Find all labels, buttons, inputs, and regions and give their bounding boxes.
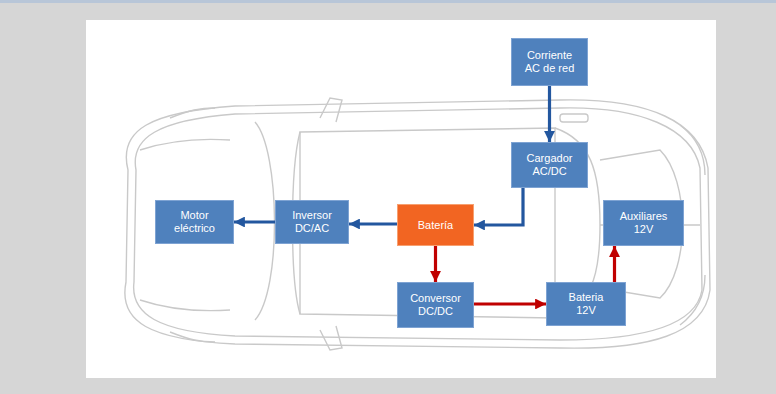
box-label: Corriente AC de red <box>522 49 578 75</box>
flow-arrow <box>349 222 397 225</box>
source-box: Corriente AC de red <box>511 38 588 86</box>
box-label: Cargador AC/DC <box>522 152 578 178</box>
car-outline <box>125 98 710 350</box>
white-panel <box>86 20 716 378</box>
flow-arrow <box>474 188 523 225</box>
battery-box: Batería <box>397 204 474 246</box>
flow-arrow <box>613 246 616 282</box>
box-label: Motor eléctrico <box>167 209 223 235</box>
flow-arrow <box>474 302 546 305</box>
flow-arrow <box>234 220 275 223</box>
box-label: Batería <box>418 219 453 232</box>
converter-box: Conversor DC/DC <box>397 282 474 328</box>
box-label: Conversor DC/DC <box>408 292 464 318</box>
flow-arrow <box>548 86 551 142</box>
top-band <box>0 0 776 3</box>
flow-arrow <box>434 246 437 282</box>
battery12-box: Bateria 12V <box>546 282 626 326</box>
inverter-box: Inversor DC/AC <box>275 200 349 244</box>
charger-box: Cargador AC/DC <box>511 142 588 188</box>
box-label: Inversor DC/AC <box>284 209 340 235</box>
box-label: Bateria 12V <box>558 291 614 317</box>
auxiliary-box: Auxiliares 12V <box>603 200 684 246</box>
box-label: Auxiliares 12V <box>616 210 672 236</box>
motor-box: Motor eléctrico <box>155 200 234 244</box>
